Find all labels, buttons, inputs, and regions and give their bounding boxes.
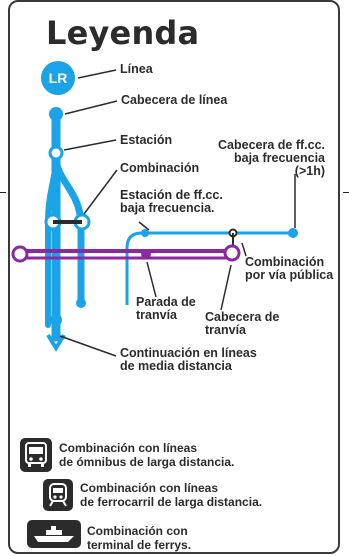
leader-lines <box>59 69 296 357</box>
label-cabecera-ffcc-3: (>1h) <box>295 164 325 178</box>
combination-marker <box>44 213 91 231</box>
legend-title: Leyenda <box>46 14 200 52</box>
edge-tick-left <box>0 192 6 193</box>
label-comb-via-2: por vía pública <box>245 268 334 282</box>
ferry-combination-text: Combinación con terminal de ferrys. <box>87 524 192 552</box>
tram-terminus-right <box>223 244 241 262</box>
label-parada-1: Parada de <box>136 295 196 309</box>
line-badge-circle <box>41 61 75 95</box>
line-badge: LR <box>41 61 75 95</box>
label-cabecera-linea: Cabecera de línea <box>121 93 228 107</box>
tram-stop-dot <box>141 249 151 259</box>
train-icon <box>43 479 73 511</box>
branch-end-dot <box>76 298 86 308</box>
leader-estacion <box>63 139 117 151</box>
label-estacion: Estación <box>120 133 172 147</box>
leader-combinacion <box>83 169 118 215</box>
label-estacion-ffcc-2: baja frecuencia. <box>120 201 215 215</box>
label-comb-via-1: Combinación <box>245 255 324 269</box>
label-cab-tranvia-1: Cabecera de <box>205 310 279 324</box>
label-continuacion-1: Continuación en líneas <box>120 346 257 360</box>
ferry-icon <box>27 520 81 548</box>
leader-comb-via <box>241 242 247 257</box>
leader-parada <box>146 261 157 298</box>
label-combinacion: Combinación <box>120 161 199 175</box>
leader-linea <box>77 69 117 79</box>
train-combination-text: Combinación con líneas de ferrocarril de… <box>80 481 263 509</box>
rail-terminus-dot <box>288 228 298 238</box>
bus-combination-text: Combinación con líneas de ómnibus de lar… <box>59 441 235 469</box>
leader-cabecera <box>64 100 118 115</box>
continuation-arrow-icon <box>46 333 66 352</box>
leader-cab-tranvia <box>220 264 232 311</box>
label-continuacion-2: de media distancia <box>120 359 233 373</box>
line-terminus-dot <box>49 107 63 121</box>
rail-station-dot <box>141 229 149 237</box>
line-end-dot <box>50 314 62 326</box>
label-linea: Línea <box>120 62 154 76</box>
leader-estacion-ffcc <box>138 221 150 231</box>
label-cabecera-ffcc-1: Cabecera de ff.cc. <box>218 138 325 152</box>
edge-tick-right <box>343 192 349 193</box>
bus-icon <box>20 438 52 472</box>
label-parada-2: tranvía <box>136 308 178 322</box>
tram-terminus-left <box>11 245 29 263</box>
line-badge-text: LR <box>49 70 68 86</box>
label-cab-tranvia-2: tranvía <box>205 323 247 337</box>
leader-continuacion <box>59 335 117 357</box>
station-marker <box>48 145 64 161</box>
label-estacion-ffcc-1: Estación de ff.cc. <box>120 188 223 202</box>
label-cabecera-ffcc-2: baja frecuencia <box>234 151 326 165</box>
